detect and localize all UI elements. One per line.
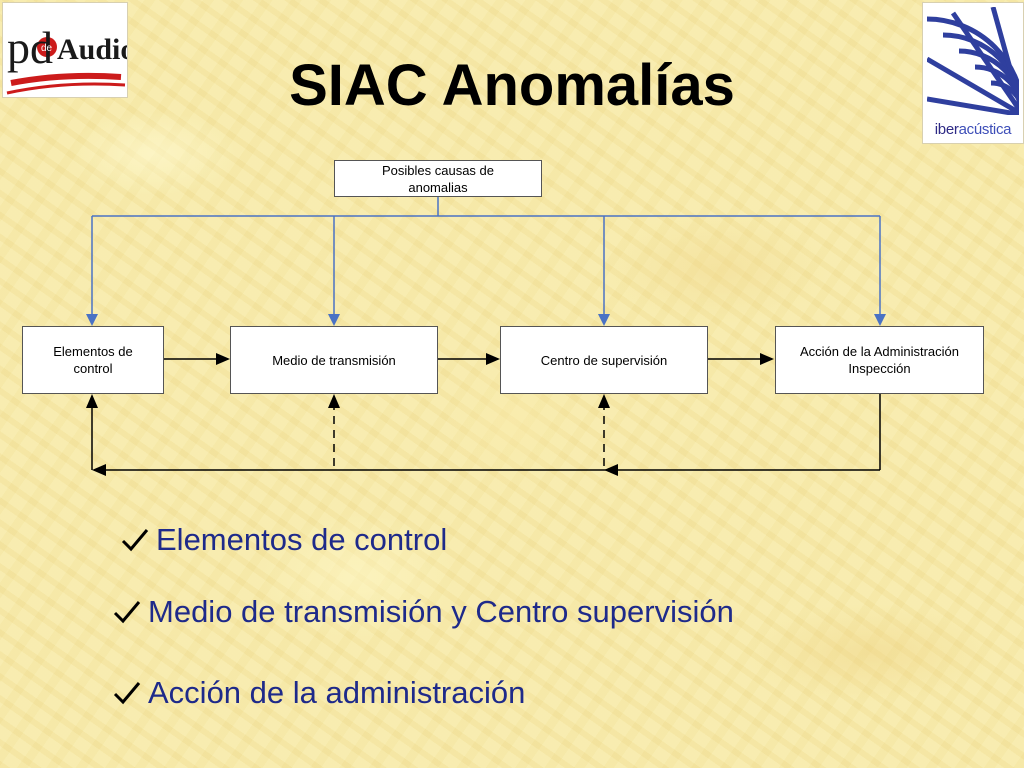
possible-causes-box: Posibles causas de anomalias	[334, 160, 542, 197]
transmission-medium-box: Medio de transmisión	[230, 326, 438, 394]
transmission-medium-label: Medio de transmisión	[272, 352, 396, 368]
logo-audio-text: Audio	[57, 33, 127, 66]
supervision-center-label: Centro de supervisión	[540, 352, 668, 368]
logo-de-text: de	[41, 43, 53, 54]
bullet-control-elements: Elementos de control	[120, 522, 447, 558]
administration-action-label: Acción de la Administración Inspección	[800, 344, 959, 376]
possible-causes-label: Posibles causas de anomalias	[381, 162, 494, 195]
bullet-transmission-supervision: Medio de transmisión y Centro supervisió…	[112, 594, 734, 630]
pd-de-audio-logo-graphic: pd de Audio	[6, 22, 135, 95]
diagram-connectors	[86, 180, 886, 476]
logo-pd-text: pd	[7, 22, 53, 73]
bullet-text: Acción de la administración	[148, 675, 526, 710]
iberacustica-logo-text: iberacústica	[934, 121, 1012, 138]
pd-de-audio-logo: pd de Audio	[2, 2, 135, 98]
bullet-text: Medio de transmisión y Centro supervisió…	[148, 594, 734, 629]
control-elements-box: Elementos de control	[22, 326, 164, 394]
iberacustica-logo: iberacústica	[922, 2, 1024, 144]
feedback-arrows	[86, 393, 881, 476]
checkmark-icon	[121, 529, 149, 552]
checkmark-icon	[113, 601, 141, 624]
anomaly-causes-diagram: Posibles causas de anomalias Elementos d…	[0, 150, 1024, 490]
bullet-text: Elementos de control	[156, 522, 448, 557]
control-elements-label: Elementos de control	[53, 344, 133, 376]
checkmark-icon	[113, 682, 141, 705]
bullet-administration-action: Acción de la administración	[112, 675, 525, 711]
supervision-center-box: Centro de supervisión	[500, 326, 708, 394]
iberacustica-logo-graphic	[927, 7, 1019, 115]
administration-action-box: Acción de la Administración Inspección	[775, 326, 984, 394]
blue-cause-arrows	[86, 180, 886, 326]
page-title: SIAC Anomalías	[289, 53, 735, 118]
